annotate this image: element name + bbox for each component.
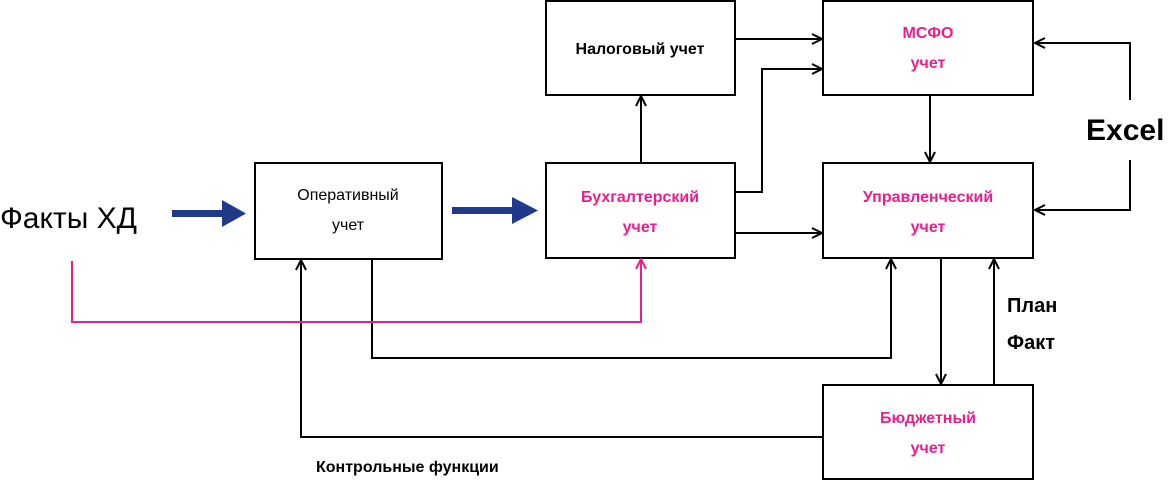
big-arrow-operational-to-accounting xyxy=(452,197,538,224)
arrow-operational-to-management xyxy=(371,259,891,359)
box-budget: Бюджетный учет xyxy=(822,384,1034,480)
box-budget-line1: Бюджетный xyxy=(880,410,976,427)
box-ifrs-line1: МСФО xyxy=(903,25,954,42)
box-operational-line1: Оперативный xyxy=(297,187,399,204)
arrow-excel-to-ifrs xyxy=(1035,43,1131,100)
excel-label: Excel xyxy=(1086,114,1164,147)
arrow-budget-to-operational xyxy=(301,260,823,438)
plan-label: План xyxy=(1007,295,1057,317)
fact-label: Факт xyxy=(1007,332,1055,354)
arrow-excel-to-management xyxy=(1035,160,1131,210)
box-ifrs-line2: учет xyxy=(911,55,946,72)
arrow-facts-to-accounting xyxy=(71,259,641,323)
box-tax: Налоговый учет xyxy=(545,0,736,96)
box-management: Управленческий учет xyxy=(822,162,1034,259)
box-operational: Оперативный учет xyxy=(254,162,443,260)
box-operational-line2: учет xyxy=(332,217,365,234)
big-arrow-facts-to-operational xyxy=(172,200,246,227)
box-management-line1: Управленческий xyxy=(863,189,993,206)
box-management-line2: учет xyxy=(911,219,946,236)
box-accounting: Бухгалтерский учет xyxy=(545,162,736,259)
box-ifrs: МСФО учет xyxy=(822,0,1034,96)
box-budget-line2: учет xyxy=(911,440,946,457)
facts-label: Факты ХД xyxy=(0,202,137,235)
box-tax-line1: Налоговый учет xyxy=(576,41,705,58)
arrow-accounting-to-ifrs xyxy=(735,69,822,193)
control-functions-label: Контрольные функции xyxy=(316,459,499,476)
box-accounting-line2: учет xyxy=(623,219,658,236)
box-accounting-line1: Бухгалтерский xyxy=(581,189,699,206)
